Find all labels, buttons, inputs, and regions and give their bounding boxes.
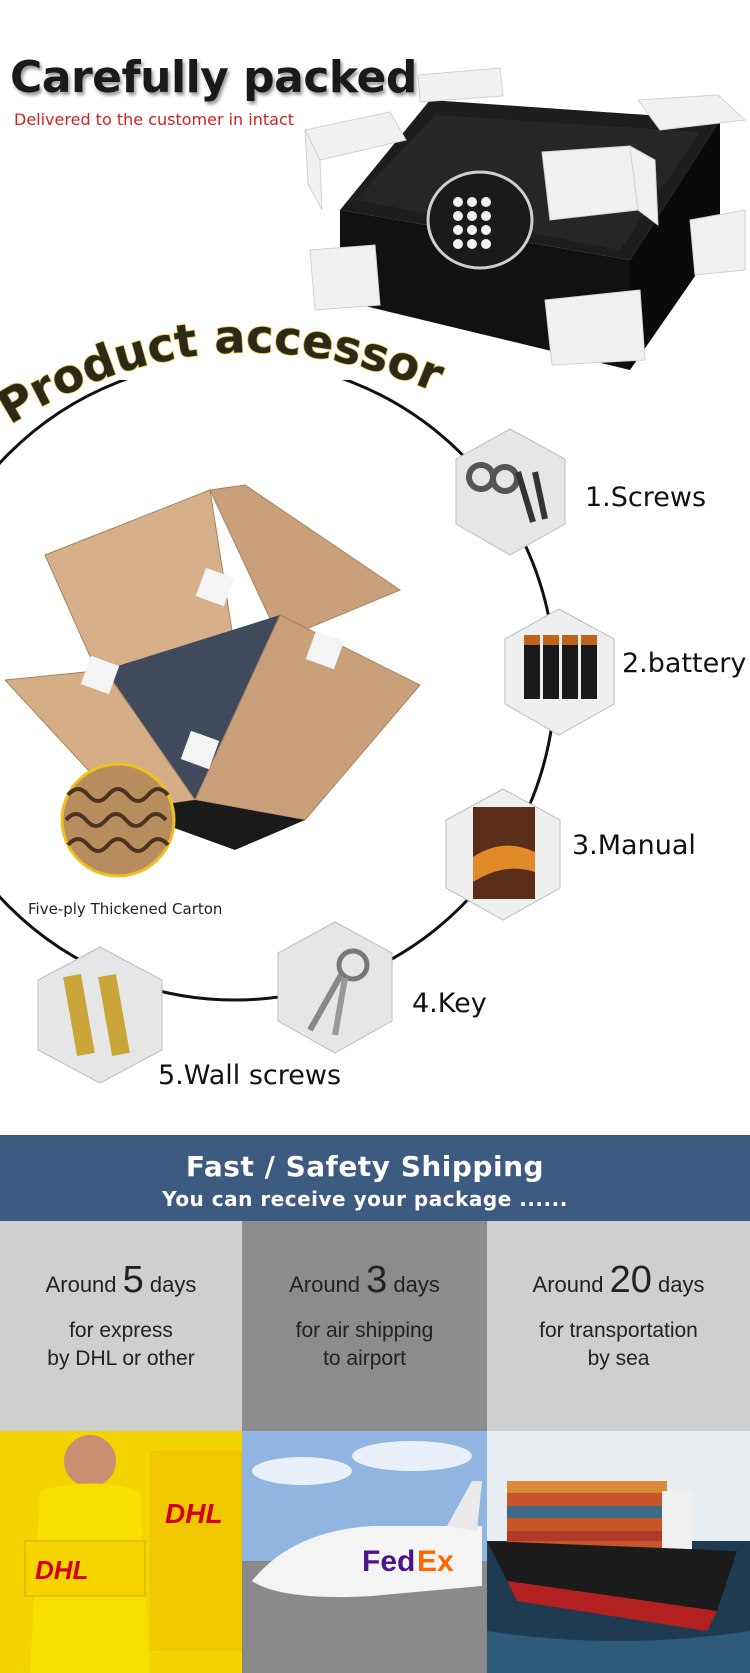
sea-days: Around 20 days — [487, 1259, 750, 1302]
accessories-title: Product accessories — [0, 300, 452, 435]
air-suffix: days — [393, 1272, 440, 1297]
battery-icon — [504, 608, 615, 736]
express-description: for express by DHL or other — [0, 1317, 242, 1373]
packing-title: Carefully packed — [10, 52, 417, 103]
sea-description: for transportation by sea — [487, 1317, 750, 1373]
air-prefix: Around — [289, 1272, 361, 1297]
dhl-courier-photo: DHL DHL — [0, 1431, 242, 1673]
corrugated-sample-icon — [60, 762, 176, 878]
accessory-label-key: 4.Key — [412, 988, 487, 1019]
express-days-number: 5 — [122, 1259, 144, 1301]
express-days: Around 5 days — [0, 1259, 242, 1302]
sea-line1: for transportation — [539, 1319, 698, 1342]
svg-text:DHL: DHL — [35, 1555, 88, 1585]
air-line1: for air shipping — [295, 1319, 434, 1342]
screws-icon — [455, 428, 566, 556]
safe-image — [304, 67, 747, 370]
air-days-number: 3 — [366, 1259, 388, 1301]
air-days: Around 3 days — [242, 1259, 487, 1302]
manual-icon — [445, 788, 561, 921]
shipping-column-sea: Around 20 days for transportation by sea — [487, 1221, 750, 1431]
air-description: for air shipping to airport — [242, 1317, 487, 1373]
accessory-label-manual: 3.Manual — [572, 830, 696, 861]
accessory-label-screws: 1.Screws — [585, 482, 707, 513]
fedex-plane-photo: Fed Ex — [242, 1431, 487, 1673]
air-line2: to airport — [323, 1347, 406, 1370]
key-icon — [277, 921, 393, 1054]
carton-image — [5, 484, 421, 850]
carton-label: Five-ply Thickened Carton — [28, 900, 223, 918]
express-prefix: Around — [45, 1272, 117, 1297]
express-suffix: days — [149, 1272, 197, 1297]
svg-text:Ex: Ex — [417, 1545, 454, 1578]
cargo-ship-photo — [487, 1431, 750, 1673]
svg-text:Fed: Fed — [362, 1545, 415, 1578]
accessory-label-battery: 2.battery — [622, 648, 747, 679]
express-line2: by DHL or other — [47, 1347, 195, 1370]
shipping-column-express: Around 5 days for express by DHL or othe… — [0, 1221, 242, 1431]
express-line1: for express — [69, 1319, 173, 1342]
shipping-title: Fast / Safety Shipping — [185, 1150, 545, 1183]
accessory-label-wall-screws: 5.Wall screws — [158, 1060, 342, 1091]
svg-text:DHL: DHL — [165, 1498, 223, 1529]
packing-subtitle: Delivered to the customer in intact — [14, 110, 295, 129]
shipping-column-air: Around 3 days for air shipping to airpor… — [242, 1221, 487, 1431]
shipping-banner — [0, 1135, 750, 1221]
sea-prefix: Around — [532, 1272, 604, 1297]
sea-line2: by sea — [587, 1347, 650, 1370]
sea-days-number: 20 — [609, 1259, 652, 1301]
wall-screws-icon — [37, 946, 163, 1084]
sea-suffix: days — [658, 1272, 705, 1297]
shipping-subtitle: You can receive your package ...... — [162, 1187, 568, 1211]
